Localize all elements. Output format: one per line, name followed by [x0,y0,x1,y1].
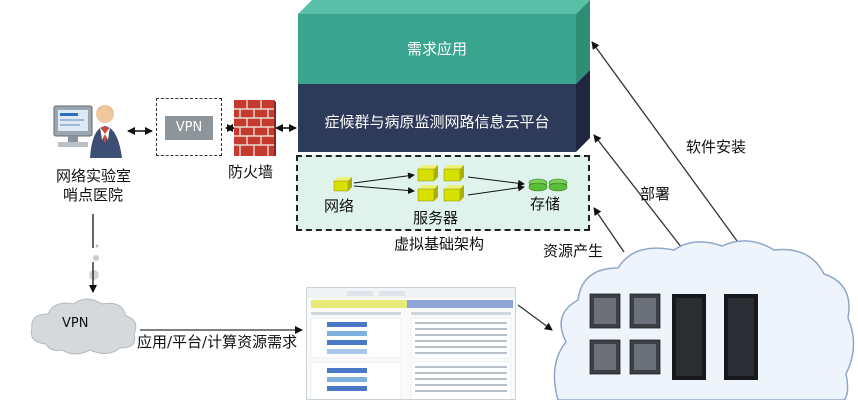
vpn-gateway-box: VPN [156,98,222,156]
servers-label: 服务器 [413,209,459,227]
platform-layer [298,84,576,152]
vpn-gateway-label: VPN [165,116,213,140]
arrow-software-install [591,41,741,246]
layer-stack [298,0,590,152]
vpn-cloud-icon [30,298,137,355]
software-install-label: 软件安装 [686,138,747,156]
servers-icon [417,165,464,202]
storage-label: 存储 [530,195,561,213]
vpn-cloud-label: VPN [62,316,89,331]
arrow-deploy [593,134,683,249]
lab-label: 网络实验室 [56,167,132,185]
storage-icon [528,178,568,192]
network-label: 网络 [324,197,355,215]
infrastructure-box: 网络 服务器 存储 [296,155,590,231]
deploy-label: 部署 [640,185,671,203]
arrow-resource-produce [593,207,625,253]
infrastructure-label: 虚拟基础架构 [394,235,485,253]
arrow-dashboard-cloud [517,304,553,331]
tower-server-icon [672,294,758,380]
hospital-label: 哨点医院 [63,186,124,204]
resource-dashboard-thumbnail [306,287,516,400]
application-layer [298,14,576,84]
network-icon [333,177,352,192]
platform-layer-label: 症候群与病原监测网路信息云平台 [324,113,550,131]
application-layer-label: 需求应用 [406,40,467,58]
resource-cloud [553,240,855,400]
computer-user-icon [53,105,122,158]
rack-server-icon [589,293,661,375]
resource-produce-label: 资源产生 [543,242,604,260]
firewall-label: 防火墙 [228,163,274,181]
firewall-icon [234,100,276,156]
resource-request-label: 应用/平台/计算资源需求 [137,333,298,351]
